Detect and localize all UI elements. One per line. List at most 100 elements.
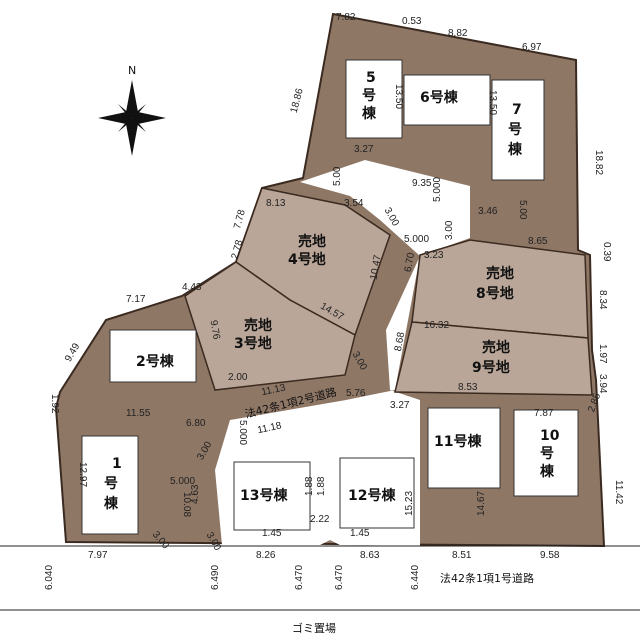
label-sale-4-b: 4号地	[288, 251, 326, 268]
dim: 8.63	[360, 550, 380, 561]
internal-road	[215, 160, 470, 546]
lot-sale-3	[184, 261, 356, 391]
lot-sale-9	[394, 321, 593, 396]
dim: 5.76	[346, 388, 366, 399]
dim: 1.45	[350, 528, 370, 539]
dim: 16.32	[424, 320, 449, 331]
dim: 5.000	[170, 476, 195, 487]
dim: 2.00	[228, 372, 248, 383]
dim: 6.440	[410, 565, 421, 590]
dim: 1.92	[49, 394, 60, 414]
house-5-footprint	[345, 59, 403, 139]
dim: 0.53	[402, 16, 422, 27]
dim: 8.13	[266, 198, 286, 209]
dimension-labels: 7.82 0.53 8.82 6.97 18.86 13.50 13.50 3.…	[44, 12, 624, 590]
dim: 3.00	[444, 220, 455, 240]
house-12-footprint	[339, 457, 415, 529]
dim: 6.470	[294, 565, 305, 590]
label-sale-9-b: 9号地	[472, 359, 510, 376]
label-sale-3-b: 3号地	[234, 335, 272, 352]
dim: 8.53	[458, 382, 478, 393]
compass-rose-icon	[98, 80, 166, 156]
dim: 0.39	[601, 242, 612, 262]
dim: 6.040	[44, 565, 55, 590]
dim: 6.70	[403, 252, 417, 274]
dim: 11.42	[613, 480, 624, 505]
dim: 3.27	[390, 400, 410, 411]
dim: 5.000	[432, 177, 443, 202]
dim: 1.88	[304, 476, 315, 496]
dim: 13.50	[393, 84, 404, 109]
label-sale-3-a: 売地	[244, 317, 272, 334]
dim: 15.23	[404, 491, 415, 516]
dim: 1.45	[262, 528, 282, 539]
label-house-12: 12号棟	[348, 487, 396, 504]
dim: 11.18	[256, 420, 282, 436]
label-sale-4-a: 売地	[298, 233, 326, 250]
dim: 7.78	[232, 208, 248, 230]
label-house-2: 2号棟	[136, 353, 175, 370]
dim: 3.23	[424, 250, 444, 261]
road-1-label: 法42条1項1号道路	[440, 571, 534, 585]
dim: 7.17	[126, 294, 146, 305]
dim: 8.51	[452, 550, 472, 561]
dim: 7.82	[336, 12, 356, 23]
dim: 3.54	[344, 198, 364, 209]
dim: 8.34	[597, 290, 608, 310]
dim: 10.47	[369, 254, 384, 281]
house-10-footprint	[513, 409, 579, 497]
label-house-6: 6号棟	[420, 89, 459, 106]
dim: 7.87	[534, 408, 554, 419]
dim: 2.22	[310, 514, 330, 525]
dim: 6.80	[186, 418, 206, 429]
dim: 3.94	[597, 374, 608, 394]
label-sale-9-a: 売地	[482, 339, 510, 356]
house-11-footprint	[427, 407, 501, 489]
dim: 5.000	[404, 234, 429, 245]
dim: 10.08	[181, 492, 192, 517]
dim: 8.68	[393, 331, 407, 353]
dim: 11.13	[260, 382, 286, 398]
dim: 6.97	[522, 42, 542, 53]
dim: 14.67	[476, 491, 487, 516]
house-1-footprint	[81, 435, 139, 535]
house-7-footprint	[491, 79, 545, 181]
dim: 2.78	[230, 238, 246, 260]
dim: 12.97	[77, 462, 88, 487]
label-house-11: 11号棟	[434, 433, 482, 450]
dim: 11.55	[126, 408, 151, 419]
dim: 6.470	[334, 565, 345, 590]
label-sale-8-a: 売地	[486, 265, 514, 282]
dim: 3.27	[354, 144, 374, 155]
dim: 7.97	[88, 550, 108, 561]
dim: 8.26	[256, 550, 276, 561]
dim: 9.58	[540, 550, 560, 561]
dim: 18.86	[289, 87, 306, 114]
dim: 3.46	[478, 206, 498, 217]
dim: 9.76	[208, 319, 222, 341]
dim: 18.82	[593, 150, 604, 175]
house-2-footprint	[109, 329, 197, 383]
label-sale-8-b: 8号地	[476, 285, 514, 302]
dim: 5.000	[237, 420, 248, 445]
compass-label: N	[128, 64, 136, 77]
dim: 5.00	[332, 166, 343, 186]
house-13-footprint	[233, 461, 311, 531]
dim: 5.00	[517, 200, 528, 220]
dim: 8.65	[528, 236, 548, 247]
dim: 8.82	[448, 28, 468, 39]
garbage-label: ゴミ置場	[292, 621, 336, 635]
label-house-13: 13号棟	[240, 487, 288, 504]
dim: 1.88	[316, 476, 327, 496]
dim: 6.490	[210, 565, 221, 590]
lot-sale-8	[411, 239, 589, 339]
dim: 4.63	[190, 484, 201, 504]
dim: 4.43	[182, 282, 202, 293]
dim: 1.97	[597, 344, 608, 364]
dim: 13.50	[487, 90, 498, 115]
